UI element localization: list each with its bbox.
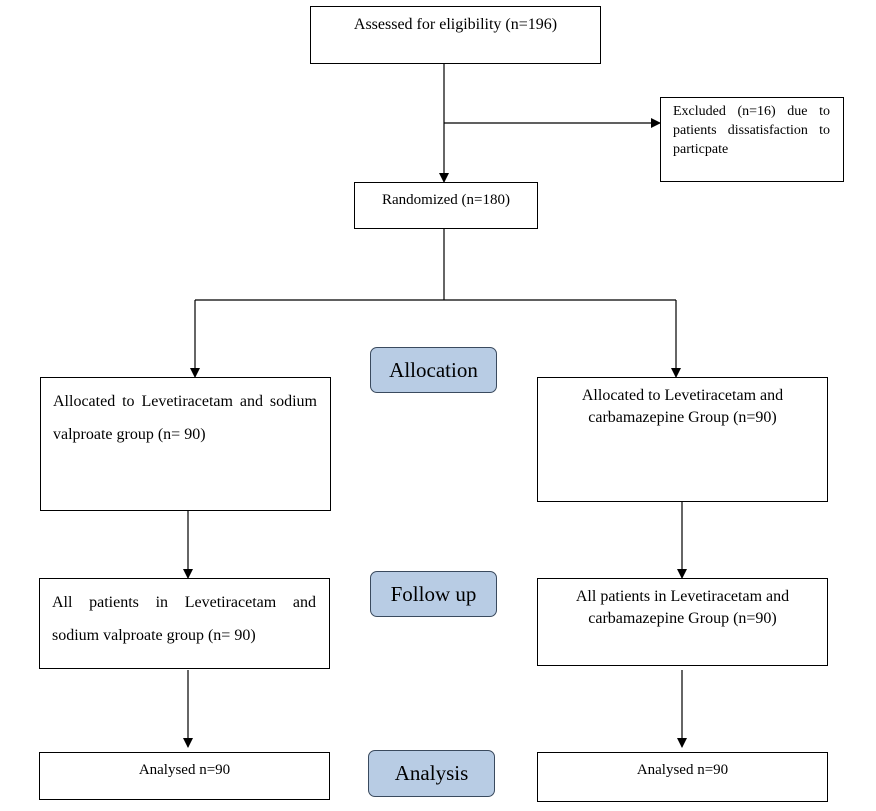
- left-follow-up-box: All patients in Levetiracetam and sodium…: [39, 578, 330, 669]
- assessed-box: Assessed for eligibility (n=196): [310, 6, 601, 64]
- left-allocated-text: Allocated to Levetiracetam and sodium va…: [53, 393, 317, 443]
- left-analysed-box: Analysed n=90: [39, 752, 330, 800]
- excluded-box: Excluded (n=16) due to patients dissatis…: [660, 97, 844, 182]
- right-analysed-text: Analysed n=90: [636, 762, 729, 778]
- analysis-stage-label: Analysis: [368, 750, 495, 797]
- excluded-text: Excluded (n=16) due to patients dissatis…: [673, 104, 830, 157]
- assessed-text: Assessed for eligibility (n=196): [353, 16, 558, 33]
- right-allocated-box: Allocated to Levetiracetam and carbamaze…: [537, 377, 828, 502]
- right-analysed-box: Analysed n=90: [537, 752, 828, 802]
- allocation-stage-label: Allocation: [370, 347, 497, 393]
- follow-up-stage-label: Follow up: [370, 571, 497, 617]
- right-follow-up-box: All patients in Levetiracetam and carbam…: [537, 578, 828, 666]
- randomized-text: Randomized (n=180): [381, 192, 510, 208]
- right-allocated-text: Allocated to Levetiracetam and carbamaze…: [581, 387, 784, 426]
- left-follow-up-text: All patients in Levetiracetam and sodium…: [52, 594, 316, 644]
- randomized-box: Randomized (n=180): [354, 182, 538, 229]
- left-allocated-box: Allocated to Levetiracetam and sodium va…: [40, 377, 331, 511]
- left-analysed-text: Analysed n=90: [138, 762, 231, 778]
- right-follow-up-text: All patients in Levetiracetam and carbam…: [575, 588, 790, 627]
